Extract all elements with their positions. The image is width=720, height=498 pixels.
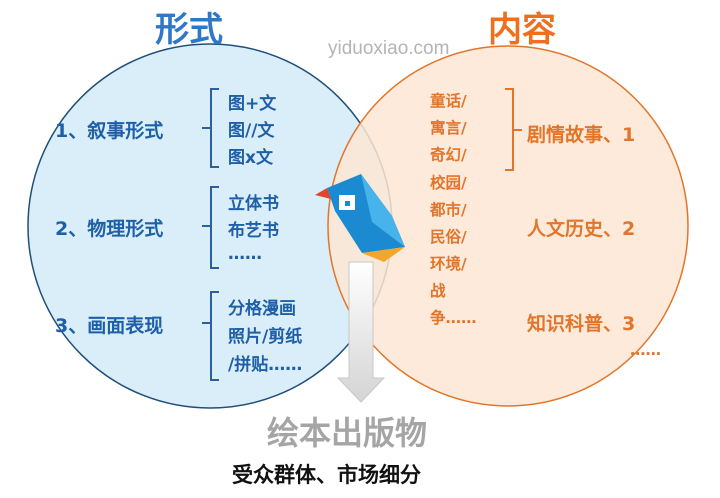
narrative-item: 图+文 bbox=[228, 94, 277, 114]
genre-item: 争…… bbox=[430, 309, 477, 327]
category-narrative-form: 1、叙事形式 bbox=[55, 120, 164, 142]
physical-item: 布艺书 bbox=[228, 221, 279, 241]
form-title: 形式 bbox=[155, 10, 223, 50]
category-more: …… bbox=[630, 341, 661, 359]
genre-item: 战 bbox=[430, 282, 446, 300]
bracket-narrative bbox=[202, 88, 219, 168]
category-history: 人文历史、2 bbox=[527, 218, 636, 240]
bracket-physical bbox=[202, 186, 219, 269]
content-title: 内容 bbox=[488, 10, 556, 50]
genre-item: 寓言/ bbox=[430, 119, 467, 137]
audience-subtitle: 受众群体、市场细分 bbox=[232, 463, 421, 487]
watermark: yiduoxiao.com bbox=[328, 38, 450, 59]
category-visual-expression: 3、画面表现 bbox=[55, 315, 164, 337]
genre-item: 童话/ bbox=[430, 92, 467, 110]
visual-item: /拼贴…… bbox=[228, 355, 303, 375]
bird-logo-icon bbox=[315, 174, 405, 262]
category-science: 知识科普、3 bbox=[527, 313, 636, 335]
bracket-genres bbox=[505, 88, 522, 171]
down-arrow bbox=[336, 261, 386, 403]
category-story: 剧情故事、1 bbox=[527, 124, 636, 146]
bracket-visual bbox=[202, 291, 219, 381]
visual-item: 分格漫画 bbox=[228, 299, 296, 319]
physical-item: 立体书 bbox=[228, 194, 279, 214]
genre-item: 环境/ bbox=[430, 255, 467, 273]
physical-item: …… bbox=[228, 244, 262, 264]
visual-item: 照片/剪纸 bbox=[228, 327, 303, 347]
category-physical-form: 2、物理形式 bbox=[55, 218, 164, 240]
narrative-item: 图//文 bbox=[228, 121, 275, 141]
content-circle bbox=[327, 45, 689, 407]
product-label: 绘本出版物 bbox=[267, 414, 428, 452]
genre-item: 民俗/ bbox=[430, 228, 467, 246]
genre-item: 都市/ bbox=[430, 201, 467, 219]
genre-item: 校园/ bbox=[430, 174, 467, 192]
genre-item: 奇幻/ bbox=[430, 146, 467, 164]
narrative-item: 图x文 bbox=[228, 148, 273, 168]
